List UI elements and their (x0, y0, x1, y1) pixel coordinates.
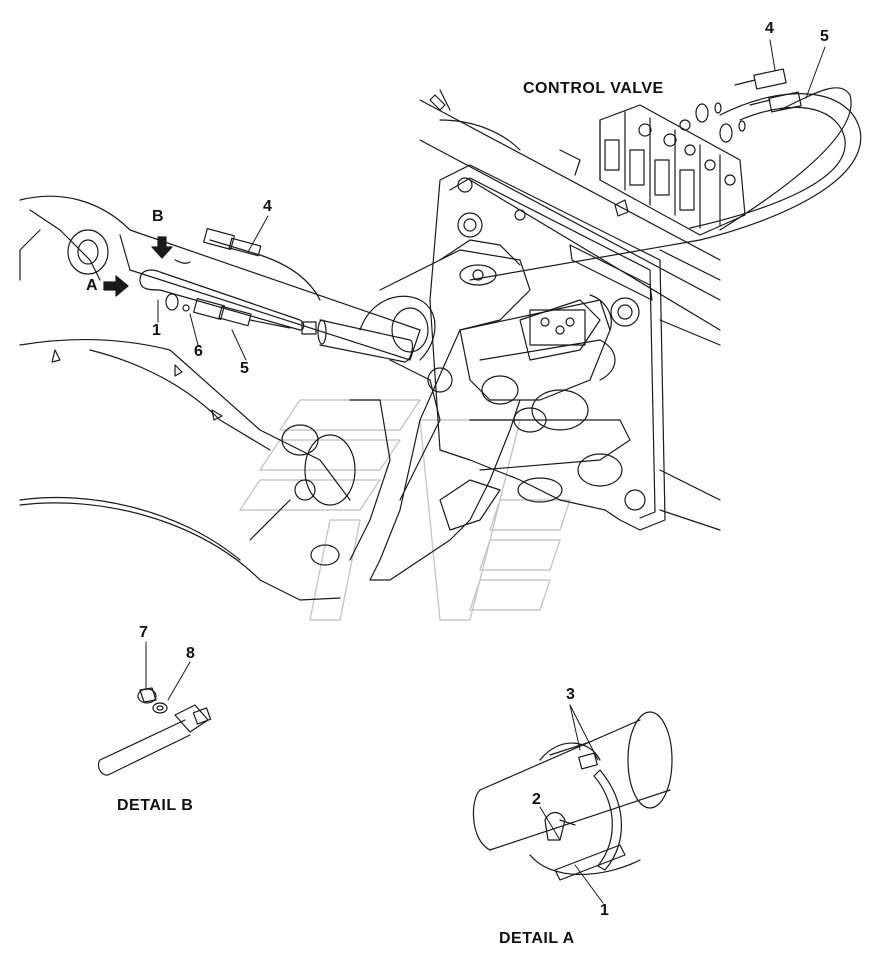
view-marker-a: A (86, 277, 98, 294)
detail-b-drawing (97, 687, 212, 776)
detail-a-drawing (472, 711, 673, 881)
arrow-a-icon (103, 275, 129, 297)
boom-hoses (139, 228, 321, 335)
callout-4-boom: 4 (263, 198, 272, 215)
callout-4-valve: 4 (765, 20, 774, 37)
callout-5-boom: 5 (240, 360, 249, 377)
swing-bracket-plate (429, 164, 666, 531)
view-arrows (103, 236, 173, 297)
swing-bracket (281, 239, 631, 581)
callout-5-valve: 5 (820, 28, 829, 45)
callout-1-detail-a: 1 (600, 902, 609, 919)
control-valve-block (559, 104, 746, 236)
valve-hoses (469, 68, 862, 281)
boom-arm (19, 195, 421, 601)
callout-1-boom: 1 (152, 322, 161, 339)
callout-2: 2 (532, 791, 541, 808)
callout-3: 3 (566, 686, 575, 703)
detail-a-caption: DETAIL A (499, 930, 575, 947)
callout-8: 8 (186, 645, 195, 662)
arrow-b-icon (151, 236, 173, 259)
leader-lines (145, 39, 826, 904)
view-marker-b: B (152, 208, 164, 225)
control-valve-heading: CONTROL VALVE (523, 80, 664, 97)
callout-6-boom: 6 (194, 343, 203, 360)
chassis-frame (419, 89, 721, 531)
watermark-logo (239, 399, 571, 621)
detail-b-caption: DETAIL B (117, 797, 194, 814)
callout-7: 7 (139, 624, 148, 641)
